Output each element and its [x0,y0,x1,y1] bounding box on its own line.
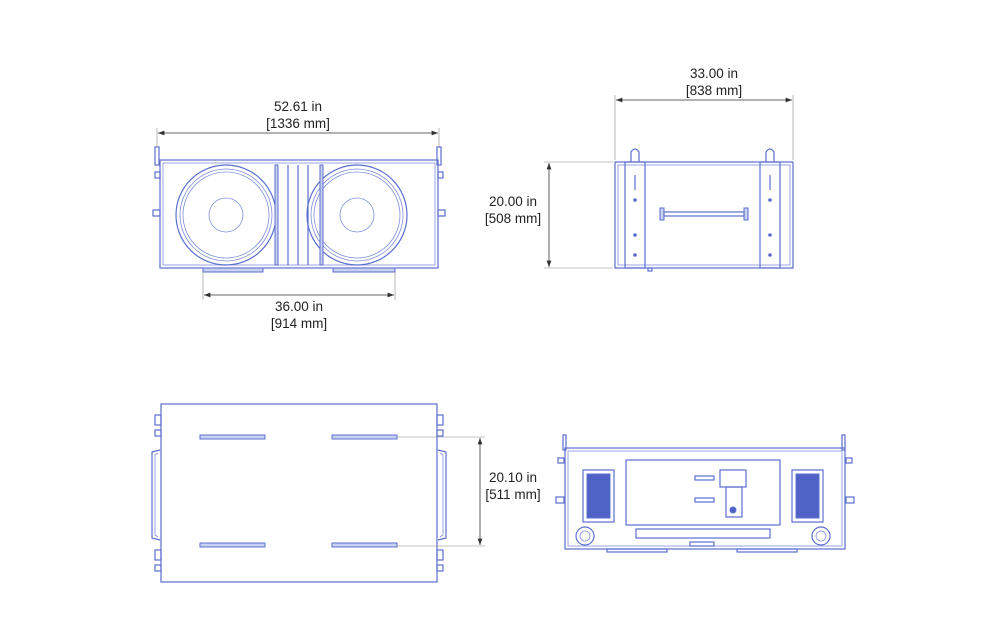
width-in-label: 52.61 in [274,99,322,114]
front-view: 52.61 in [1336 mm] 36.00 in [914 mm] [152,99,446,331]
depth-in-label: 33.00 in [690,66,738,81]
woofer-left [175,164,277,266]
foot-spacing-in-label: 36.00 in [275,299,323,314]
foot-spacing-mm-label: [914 mm] [271,316,327,331]
side-view: 33.00 in [838 mm] 20.00 in [508 mm] [485,66,794,272]
depth-mm-label: [838 mm] [686,83,742,98]
woofer-right [306,164,408,266]
rigging-spacing-in-label: 20.10 in [489,470,537,485]
height-mm-label: [508 mm] [485,211,541,226]
height-in-label: 20.00 in [489,194,537,209]
rigging-spacing-mm-label: [511 mm] [485,487,540,502]
width-mm-label: [1336 mm] [266,116,330,131]
top-view: 20.10 in [511 mm] [151,403,541,583]
rear-view [555,434,855,553]
